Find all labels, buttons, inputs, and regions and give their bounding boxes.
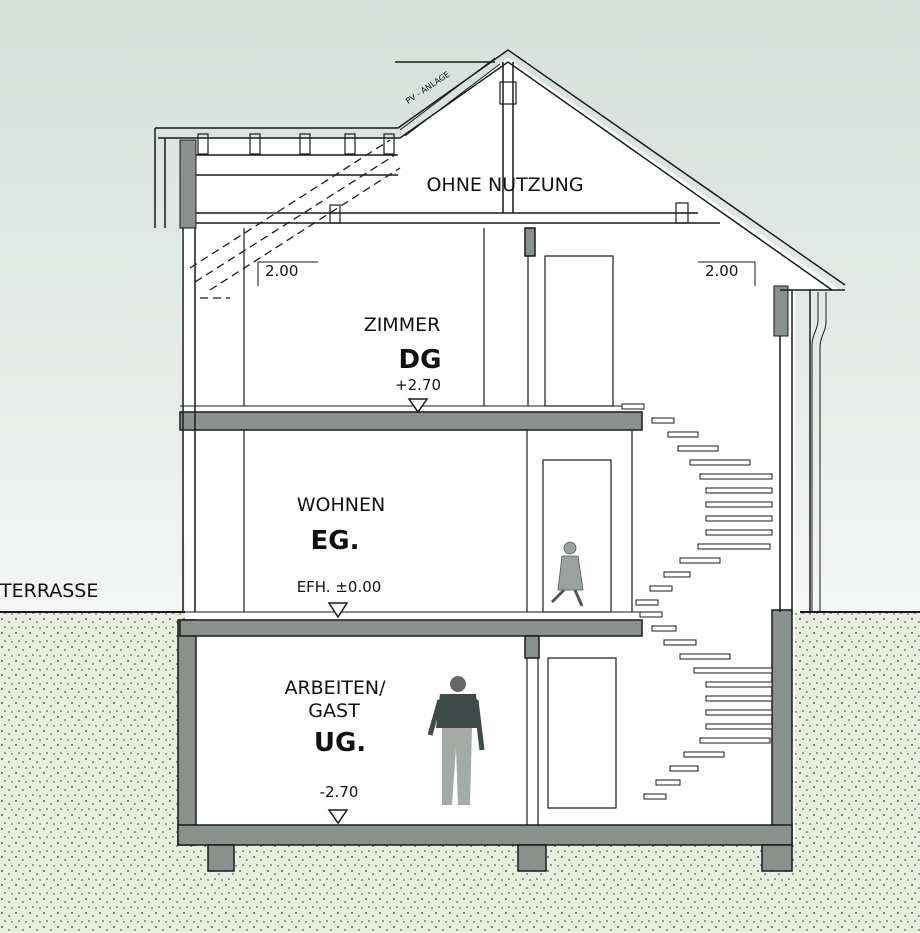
ug-code: UG. — [314, 728, 366, 758]
doors — [542, 255, 617, 809]
adult-figure — [427, 676, 485, 805]
ug-room-label-1: ARBEITEN/ — [284, 677, 386, 699]
basement-structure — [177, 609, 793, 872]
level-markers — [327, 398, 429, 825]
exterior-walls — [182, 228, 811, 612]
eg-room-label: WOHNEN — [297, 494, 385, 516]
dg-height-left: 2.00 — [265, 262, 298, 280]
eg-level: EFH. ±0.00 — [297, 578, 382, 596]
ug-level: -2.70 — [320, 783, 359, 801]
staircase — [621, 403, 773, 800]
dg-room-label: ZIMMER — [364, 314, 441, 336]
dg-code: DG — [399, 345, 442, 375]
eg-code: EG. — [311, 526, 360, 556]
dg-level: +2.70 — [395, 376, 441, 394]
terrace-label: TERRASSE — [0, 580, 98, 602]
dg-height-right: 2.00 — [705, 262, 738, 280]
building-interior — [180, 58, 840, 612]
interior-walls — [243, 228, 633, 825]
ug-room-label-2: GAST — [308, 700, 360, 722]
child-figure — [550, 541, 584, 607]
floor-slabs — [179, 227, 643, 659]
roof — [154, 49, 846, 291]
attic-label: OHNE NUTZUNG — [426, 174, 583, 196]
